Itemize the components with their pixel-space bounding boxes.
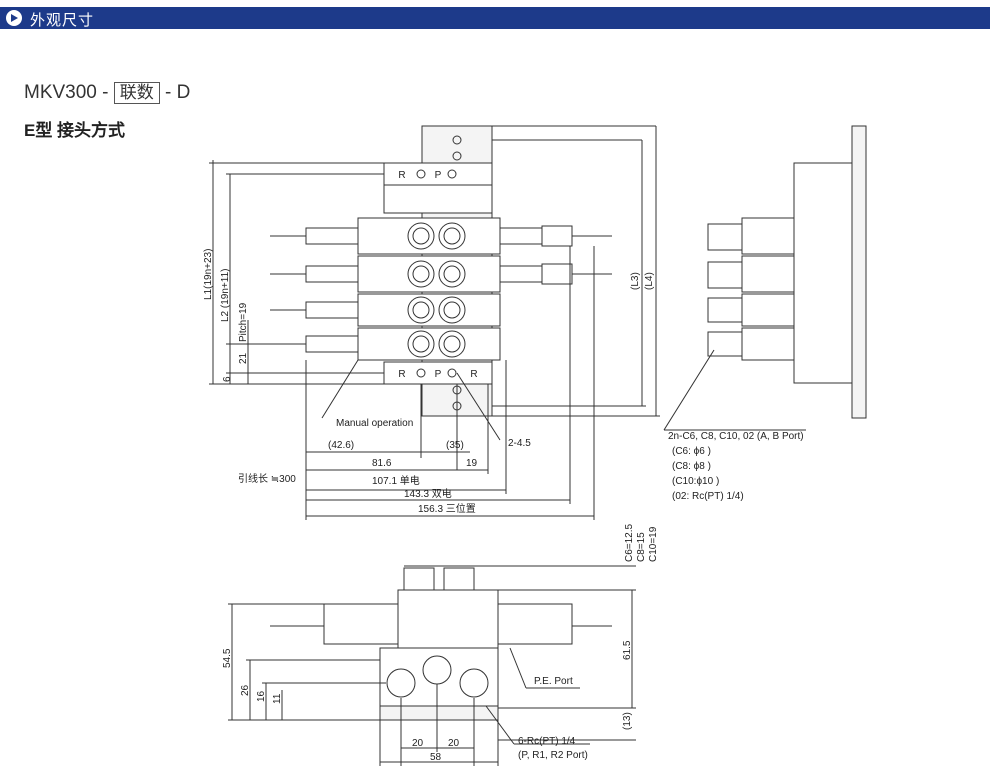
front-view (228, 565, 636, 766)
dim-35: (35) (446, 440, 464, 451)
dim-6: 6 (222, 376, 233, 382)
dim-21: 21 (238, 352, 249, 364)
dim-61-5: 61.5 (622, 640, 633, 660)
dim-L1: L1(19n+23) (203, 249, 214, 300)
section-title: 外观尺寸 (30, 12, 95, 29)
port-spec-c6: (C6: ϕ6 ) (672, 446, 711, 457)
dim-19: 19 (466, 458, 478, 469)
port-spec-c8: (C8: ϕ8 ) (672, 461, 711, 472)
connection-type-title: E型 接头方式 (24, 121, 126, 140)
dim-42-6: (42.6) (328, 440, 354, 451)
model-separator: - (165, 82, 172, 103)
dim-L4: (L4) (644, 272, 655, 290)
rc-port-label: 6-Rc(PT) 1/4 (518, 736, 576, 747)
dim-156-3: 156.3 三位置 (418, 502, 476, 515)
valve-station-2 (270, 255, 612, 293)
dim-L3: (L3) (630, 272, 641, 290)
rc-port-list: (P, R1, R2 Port) (518, 750, 588, 761)
valve-station-3 (270, 293, 501, 327)
dim-107-1: 107.1 单电 (372, 474, 420, 487)
dim-20: 20 (412, 738, 424, 749)
port-label-P: P (435, 170, 442, 181)
dim-L2: L2 (19n+11) (220, 269, 231, 322)
dim-2-4-5: 2-4.5 (508, 438, 531, 449)
dim-c8: C8=15 (636, 532, 647, 562)
dim-58: 58 (430, 752, 442, 763)
port-label-R: R (398, 369, 405, 380)
port-spec-title: 2n-C6, C8, C10, 02 (A, B Port) (668, 431, 804, 442)
dim-81-6: 81.6 (372, 458, 392, 469)
valve-station-1 (270, 217, 612, 255)
lead-wire-length: 引线长 ≒300 (238, 472, 296, 485)
port-label-R: R (398, 170, 405, 181)
dim-143-3: 143.3 双电 (404, 487, 452, 500)
side-view (663, 125, 867, 431)
dim-20: 20 (448, 738, 460, 749)
dim-26: 26 (240, 684, 251, 696)
port-spec-c10: (C10:ϕ10 ) (672, 476, 719, 487)
model-separator: - (102, 82, 109, 103)
port-spec-02: (02: Rc(PT) 1/4) (672, 491, 744, 502)
port-label-R: R (470, 369, 477, 380)
dim-11: 11 (272, 693, 283, 704)
top-view (209, 125, 660, 520)
section-banner: 外观尺寸 (0, 7, 990, 29)
port-label-P: P (435, 369, 442, 380)
model-suffix: D (176, 82, 191, 103)
pe-port-label: P.E. Port (534, 676, 573, 687)
model-code: MKV300 - 联数 - D (24, 82, 190, 104)
dim-13: (13) (622, 712, 633, 730)
dim-c6: C6=12.5 (624, 523, 635, 562)
arrow-circle-icon (6, 10, 22, 26)
dim-16: 16 (256, 690, 267, 702)
model-station-box: 联数 (113, 82, 160, 104)
manual-operation-label: Manual operation (336, 418, 413, 429)
dim-pitch: Pitch=19 (238, 302, 249, 342)
model-prefix: MKV300 (24, 82, 97, 103)
dim-54-5: 54.5 (222, 648, 233, 668)
dim-c10: C10=19 (648, 526, 659, 562)
valve-station-4 (270, 327, 501, 361)
